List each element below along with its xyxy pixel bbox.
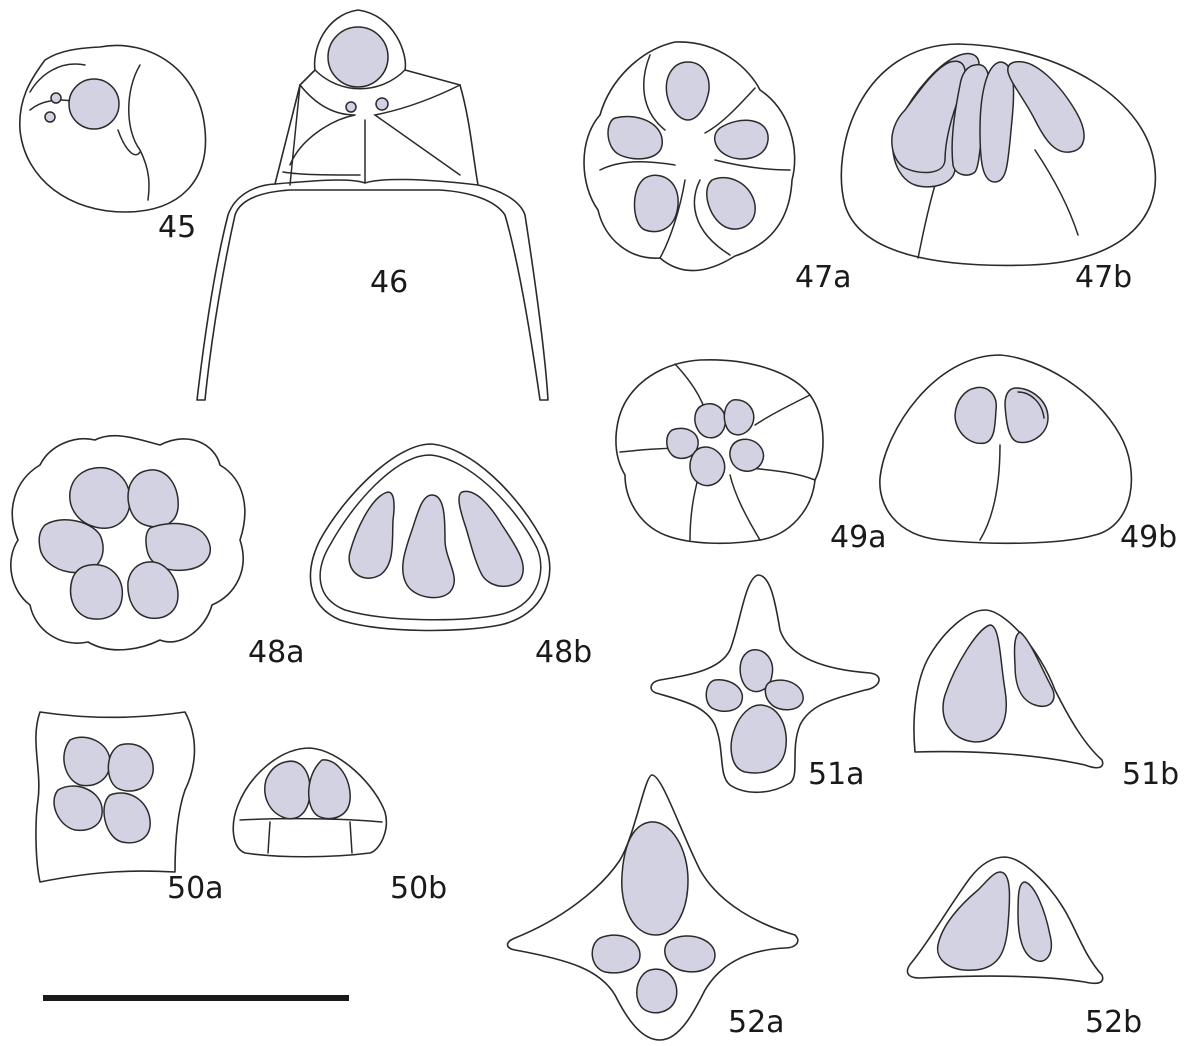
nucleus bbox=[69, 79, 119, 129]
specimen-47a bbox=[584, 42, 795, 271]
label-47b: 47b bbox=[1075, 260, 1132, 295]
label-52a: 52a bbox=[728, 1005, 785, 1040]
specimen-48b bbox=[310, 444, 549, 630]
specimen-52b bbox=[907, 857, 1102, 983]
label-52b: 52b bbox=[1085, 1005, 1142, 1040]
label-48b: 48b bbox=[535, 635, 592, 670]
nucleus bbox=[328, 27, 388, 87]
label-50a: 50a bbox=[167, 871, 224, 906]
specimen-48a bbox=[11, 436, 245, 650]
specimen-50b bbox=[233, 748, 386, 857]
label-45: 45 bbox=[158, 210, 196, 245]
specimen-46 bbox=[197, 10, 548, 400]
label-51b: 51b bbox=[1122, 757, 1179, 792]
specimen-49a bbox=[616, 360, 823, 543]
specimen-47b bbox=[841, 44, 1155, 265]
label-49a: 49a bbox=[830, 520, 887, 555]
label-51a: 51a bbox=[808, 757, 865, 792]
scale-bar bbox=[43, 995, 349, 1001]
label-48a: 48a bbox=[248, 635, 305, 670]
label-49b: 49b bbox=[1120, 520, 1177, 555]
label-46: 46 bbox=[370, 265, 408, 300]
specimen-51b bbox=[914, 610, 1103, 768]
label-50b: 50b bbox=[390, 871, 447, 906]
specimen-50a bbox=[36, 712, 195, 882]
specimen-52a bbox=[508, 775, 798, 1040]
label-47a: 47a bbox=[795, 260, 852, 295]
specimen-49b bbox=[880, 355, 1132, 543]
specimen-45 bbox=[20, 46, 206, 212]
